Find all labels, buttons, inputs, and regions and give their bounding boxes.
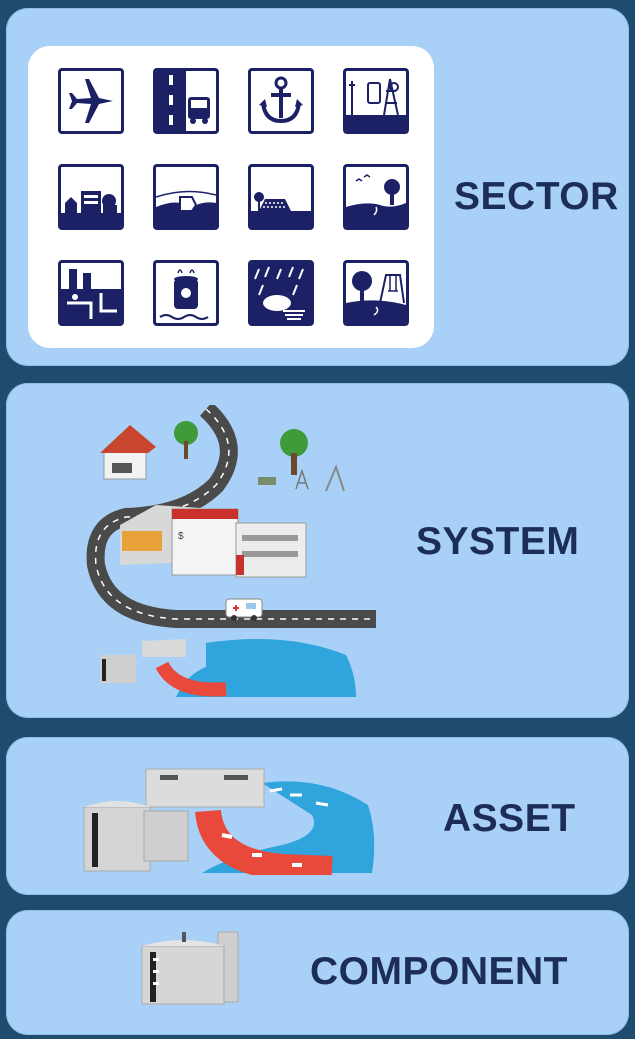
- airplane-icon: [58, 68, 124, 134]
- sector-icon-grid: [28, 46, 434, 348]
- system-panel: $ SYSTEM: [6, 383, 629, 718]
- telecom-tower-icon: [343, 68, 409, 134]
- storm-flood-icon: [248, 260, 314, 326]
- asset-label: ASSET: [443, 797, 576, 840]
- sector-label: SECTOR: [454, 175, 619, 218]
- component-panel: COMPONENT: [6, 910, 629, 1035]
- levee-icon: [248, 164, 314, 230]
- road-bus-icon: [153, 68, 219, 134]
- component-illustration: [141, 931, 239, 1005]
- dam-icon: [153, 164, 219, 230]
- park-icon: [343, 260, 409, 326]
- landscape-icon: [343, 164, 409, 230]
- anchor-icon: [248, 68, 314, 134]
- svg-text:$: $: [178, 531, 184, 542]
- industrial-plant-icon: [58, 260, 124, 326]
- system-label: SYSTEM: [416, 520, 580, 563]
- hazardous-barrel-icon: [153, 260, 219, 326]
- buildings-icon: [58, 164, 124, 230]
- system-illustration: $: [86, 405, 376, 697]
- sector-panel: SECTOR: [6, 8, 629, 366]
- asset-panel: ASSET: [6, 737, 629, 895]
- asset-illustration: [83, 768, 375, 875]
- component-label: COMPONENT: [310, 950, 568, 993]
